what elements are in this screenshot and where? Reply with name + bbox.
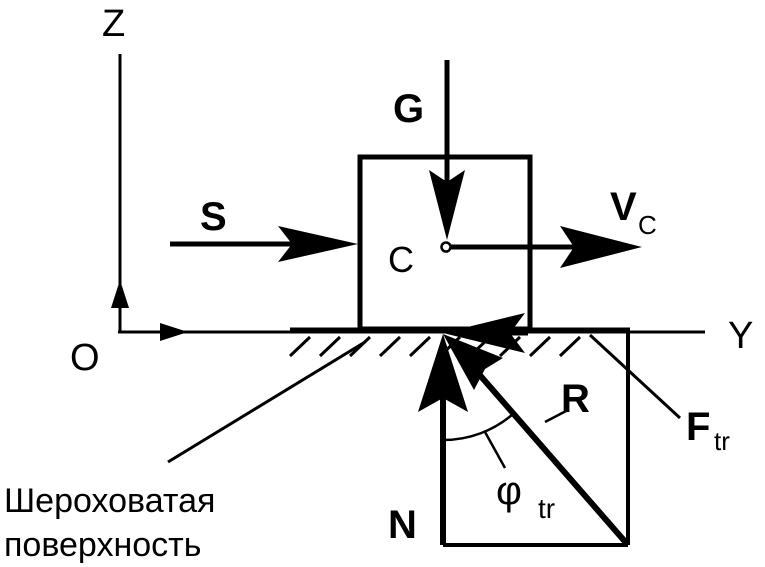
y-axis-arrowhead [160,323,188,341]
velocity-vector [447,226,642,268]
friction-leader-line [588,333,682,420]
center-point [440,241,452,253]
force-rectangle [443,330,630,547]
angle-label: φ [496,469,522,513]
angle-leader-line [483,431,507,469]
velocity-label: V [610,185,637,229]
friction-force-vector [443,313,528,353]
reaction-leader-line [544,408,569,424]
surface-leader-line [167,340,366,464]
z-axis-label: Z [102,3,125,45]
y-axis-label: Y [728,315,753,357]
reaction-force-vector [443,334,631,547]
center-label: C [388,239,414,280]
friction-label: F [686,405,710,449]
friction-subscript: tr [714,426,730,456]
origin-label: O [70,337,100,379]
angle-subscript: tr [538,493,555,524]
rough-surface-hatching [288,335,582,358]
normal-label: N [388,503,417,547]
surface-label-line1: Шероховатая [4,482,215,520]
push-force-label: S [200,195,227,239]
gravity-vector [429,60,465,240]
normal-force-vector [418,334,468,545]
velocity-subscript: C [638,210,657,240]
gravity-label: G [393,87,424,131]
surface-label-line2: поверхность [4,526,201,564]
push-force-vector [170,226,358,262]
z-axis-arrowhead [111,280,129,308]
friction-angle-arc [442,413,514,442]
reaction-label: R [561,377,590,421]
